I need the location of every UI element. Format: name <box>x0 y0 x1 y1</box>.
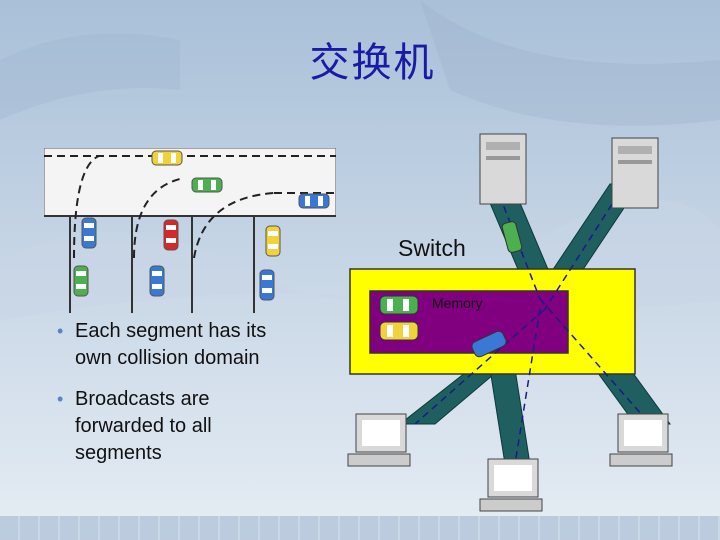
bullet-line: Each segment has its <box>75 320 267 342</box>
footer-strip <box>0 516 720 540</box>
car-green-memory <box>379 295 419 315</box>
bullet-dot-icon: • <box>57 321 64 341</box>
server-right <box>611 137 659 209</box>
car-blue-memory <box>471 330 507 358</box>
workstation-left <box>347 413 411 467</box>
bullet-line: segments <box>75 442 162 464</box>
car-green-lane1 <box>73 265 89 297</box>
switch-label: Switch <box>398 235 466 261</box>
memory-label: Memory <box>432 295 483 311</box>
switch-diagram <box>347 133 673 512</box>
car-blue-lane1 <box>81 217 97 249</box>
bullet-line: forwarded to all <box>75 415 212 437</box>
car-blue-top <box>298 193 330 209</box>
bullet-item: • Broadcasts are forwarded to all segmen… <box>57 386 347 467</box>
car-blue-lane3 <box>259 269 275 301</box>
car-yellow-top <box>151 150 183 166</box>
page-title: 交换机 <box>309 40 436 86</box>
bullet-dot-icon: • <box>57 389 64 409</box>
cable-bottom-center <box>489 368 531 465</box>
workstation-center <box>479 458 543 512</box>
car-blue-lane2 <box>149 265 165 297</box>
traffic-road-illustration <box>44 148 336 313</box>
bullet-line: Broadcasts are <box>75 388 210 410</box>
bullet-line: own collision domain <box>75 347 260 369</box>
cable-bottom-left <box>398 368 502 425</box>
car-yellow-memory <box>379 321 419 341</box>
car-yellow-lane3 <box>265 225 281 257</box>
workstation-right <box>609 413 673 467</box>
car-red-lane2 <box>163 219 179 251</box>
car-green-top <box>191 177 223 193</box>
car-green-cable <box>501 221 523 253</box>
bullet-item: • Each segment has its own collision dom… <box>57 318 347 372</box>
server-left <box>479 133 527 205</box>
bullet-list: • Each segment has its own collision dom… <box>57 318 347 481</box>
